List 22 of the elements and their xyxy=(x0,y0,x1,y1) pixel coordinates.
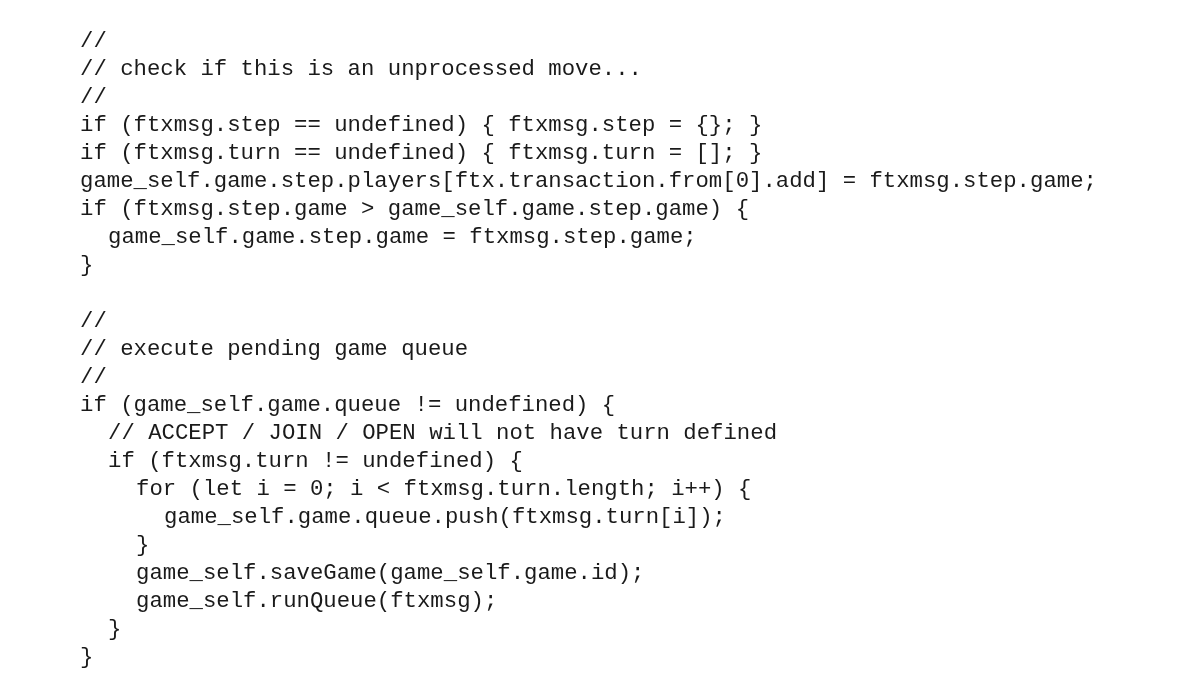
code-line: if (ftxmsg.step.game > game_self.game.step.game) { xyxy=(80,195,749,223)
code-line: if (ftxmsg.turn != undefined) { xyxy=(108,447,523,475)
code-line: } xyxy=(108,615,122,643)
code-line: // xyxy=(80,363,107,391)
code-line: } xyxy=(80,251,94,279)
code-line: } xyxy=(136,531,150,559)
code-line: // xyxy=(80,83,107,111)
code-line: // ACCEPT / JOIN / OPEN will not have turn defined xyxy=(108,419,777,447)
code-line: if (game_self.game.queue != undefined) { xyxy=(80,391,616,419)
code-line: // xyxy=(80,27,107,55)
code-line: game_self.game.queue.push(ftxmsg.turn[i]); xyxy=(164,503,726,531)
code-line: } xyxy=(80,643,94,671)
code-line: // check if this is an unprocessed move... xyxy=(80,55,642,83)
code-line: if (ftxmsg.step == undefined) { ftxmsg.step = {}; } xyxy=(80,111,763,139)
code-line: // xyxy=(80,307,107,335)
code-line: game_self.saveGame(game_self.game.id); xyxy=(136,559,645,587)
code-line: game_self.game.step.game = ftxmsg.step.game; xyxy=(108,223,697,251)
code-line: game_self.game.step.players[ftx.transaction.from[0].add] = ftxmsg.step.game; xyxy=(80,167,1097,195)
code-line: if (ftxmsg.turn == undefined) { ftxmsg.turn = []; } xyxy=(80,139,763,167)
code-line: // execute pending game queue xyxy=(80,335,469,363)
code-line: game_self.runQueue(ftxmsg); xyxy=(136,587,498,615)
code-line: for (let i = 0; i < ftxmsg.turn.length; i++) { xyxy=(136,475,752,503)
